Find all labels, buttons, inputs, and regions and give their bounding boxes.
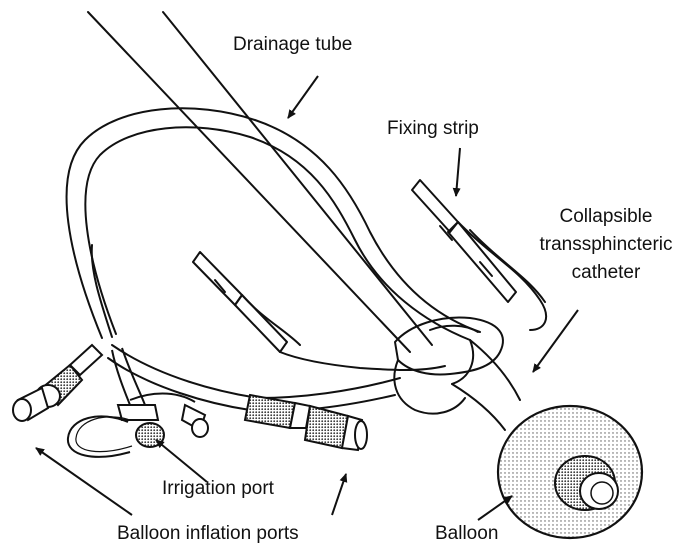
- balloon-shape: [498, 406, 642, 538]
- catheter-hub: [394, 317, 503, 413]
- arrow-collapsible-catheter: [533, 310, 578, 372]
- lumen-loop: [67, 108, 480, 340]
- left-inflation-connector: [13, 345, 102, 421]
- label-balloon: Balloon: [435, 523, 498, 545]
- label-collapsible-line3: catheter: [531, 262, 681, 284]
- arrow-fixing-strip: [456, 148, 460, 196]
- label-balloon-inflation-ports: Balloon inflation ports: [117, 523, 299, 545]
- label-collapsible-line1: Collapsible: [531, 206, 681, 228]
- arrow-inflation-left: [36, 448, 132, 515]
- label-drainage-tube: Drainage tube: [233, 34, 352, 56]
- label-irrigation-port: Irrigation port: [162, 478, 274, 500]
- fixing-strip-lower: [193, 252, 445, 370]
- label-collapsible-line2: transsphincteric: [531, 234, 681, 256]
- label-fixing-strip: Fixing strip: [387, 118, 479, 140]
- drainage-tube: [88, 12, 432, 352]
- arrow-inflation-right: [332, 474, 346, 515]
- arrow-drainage-tube: [288, 76, 318, 118]
- arrow-balloon: [478, 496, 512, 520]
- transsphincteric-neck: [452, 340, 520, 430]
- arrow-irrigation-port: [156, 440, 207, 482]
